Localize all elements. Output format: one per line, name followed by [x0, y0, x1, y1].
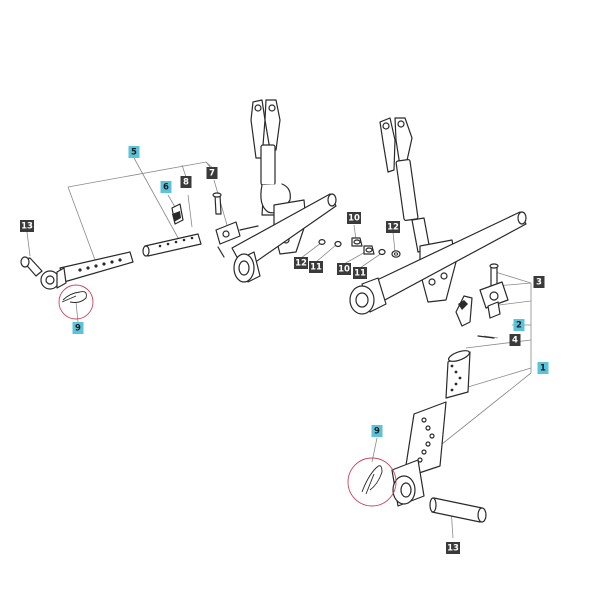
- middle-hardware: [318, 237, 401, 258]
- callout-tag-number: 11: [354, 269, 366, 279]
- leader-lines: [26, 157, 532, 539]
- callout-tag-box: [206, 167, 218, 179]
- stabilizer-bar-left: [40, 251, 134, 290]
- stabilizer-sleeve-right: [445, 350, 471, 399]
- callout-tag: 7: [206, 167, 218, 179]
- callout-tag-box: [533, 276, 545, 288]
- callout-tag-number: 13: [21, 222, 33, 232]
- callout-tag-number: 9: [374, 427, 380, 437]
- callout-tag-box: [347, 212, 361, 224]
- clevis-left: [215, 221, 259, 245]
- clevis-2: [479, 281, 509, 319]
- left-stabilizer-assembly: [20, 192, 259, 320]
- callout-tag-box: [537, 362, 549, 374]
- callout-tag: 9: [72, 322, 84, 334]
- callout-tag-number: 12: [387, 223, 399, 233]
- callout-tag-box: [509, 334, 521, 346]
- callout-tag: 11: [309, 261, 323, 273]
- callout-tag: 11: [353, 267, 367, 279]
- callout-tag: 13: [20, 220, 34, 232]
- callout-tag-number: 9: [75, 324, 81, 334]
- callout-tag: 10: [337, 263, 351, 275]
- pin-13-right: [429, 497, 487, 523]
- linch-clip-9-right: [347, 457, 397, 507]
- callout-tag: 1: [537, 362, 549, 374]
- stabilizer-bar-right: [391, 401, 447, 507]
- spring-pin-4: [477, 335, 495, 339]
- callout-tag-box: [371, 425, 383, 437]
- spring-pin-8: [217, 246, 225, 258]
- callout-tag-box: [160, 181, 172, 193]
- callout-tag-box: [20, 220, 34, 232]
- callout-tag-number: 12: [295, 259, 307, 269]
- callout-tag: 12: [294, 257, 308, 269]
- callout-tag-number: 11: [310, 263, 322, 273]
- callout-tag: 8: [180, 176, 192, 188]
- callout-tag-number: 10: [348, 214, 360, 224]
- callout-tag: 9: [371, 425, 383, 437]
- callout-tag-number: 8: [183, 178, 189, 188]
- callout-tag: 5: [128, 146, 140, 158]
- callout-tag-number: 1: [540, 364, 546, 374]
- stabilizer-sleeve-left: [142, 233, 202, 257]
- callout-tag-number: 13: [447, 544, 459, 554]
- left-hitch-frame: [231, 99, 337, 283]
- callout-tag-box: [513, 319, 525, 331]
- callout-tag-number: 7: [209, 169, 215, 179]
- callout-tag: 12: [386, 221, 400, 233]
- callout-tag-box: [386, 221, 400, 233]
- callout-tag: 2: [513, 319, 525, 331]
- callout-tag: 4: [509, 334, 521, 346]
- callout-tag-number: 2: [516, 321, 522, 331]
- callout-tag: 13: [446, 542, 460, 554]
- pin-13-left: [20, 256, 43, 277]
- callout-tag-number: 10: [338, 265, 350, 275]
- callout-tag-box: [294, 257, 308, 269]
- clip-right: [455, 295, 473, 327]
- callout-tag-number: 4: [512, 336, 518, 346]
- callout-tag: 10: [347, 212, 361, 224]
- callout-tag-box: [309, 261, 323, 273]
- pin-3: [489, 263, 499, 287]
- callout-tag: 3: [533, 276, 545, 288]
- linch-clip-9-left: [58, 284, 94, 320]
- callout-tag-box: [72, 322, 84, 334]
- callout-tag-number: 3: [536, 278, 542, 288]
- callout-tag-box: [180, 176, 192, 188]
- pin-7: [212, 192, 222, 215]
- right-stabilizer-assembly: [347, 263, 509, 523]
- callout-tag: 6: [160, 181, 172, 193]
- callout-tag-box: [128, 146, 140, 158]
- right-hitch-frame: [349, 117, 527, 315]
- callout-tag-box: [353, 267, 367, 279]
- clip-6: [171, 203, 184, 225]
- callout-tag-number: 5: [131, 148, 137, 158]
- callout-tag-box: [337, 263, 351, 275]
- callout-tag-box: [446, 542, 460, 554]
- callout-tag-number: 6: [163, 183, 169, 193]
